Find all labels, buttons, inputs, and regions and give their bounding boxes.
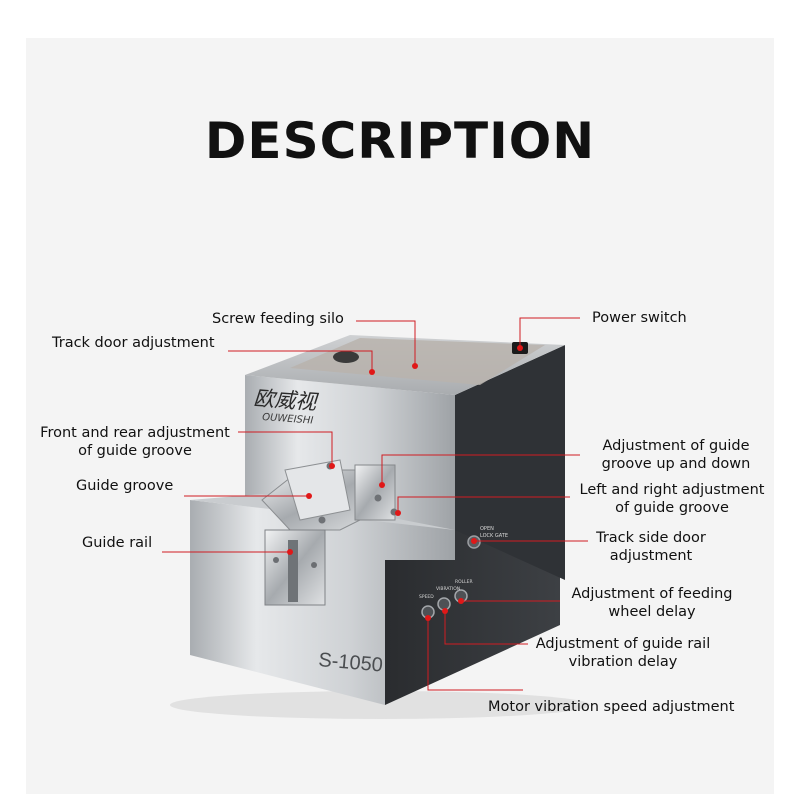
label-up-down-adjustment: Adjustment of guide groove up and down <box>584 437 768 473</box>
label-up-down-line1: Adjustment of guide <box>602 438 750 454</box>
label-track-door-adjustment: Track door adjustment <box>52 335 215 351</box>
dot-motor-speed <box>425 615 431 621</box>
dot-guide-rail <box>287 549 293 555</box>
leader-power <box>519 317 580 347</box>
dot-guide-groove <box>306 493 312 499</box>
label-screw-feeding-silo: Screw feeding silo <box>212 311 344 327</box>
label-left-right-adjustment: Left and right adjustment of guide groov… <box>572 481 772 517</box>
screw-2 <box>374 494 382 502</box>
rail-screw-1 <box>273 557 279 563</box>
label-up-down-line2: groove up and down <box>601 456 751 472</box>
knob-label-roller: ROLLER <box>455 579 473 585</box>
dot-rail-vibration <box>442 608 448 614</box>
label-front-rear-adjustment: Front and rear adjustment of guide groov… <box>28 424 242 460</box>
knob-label-speed: SPEED <box>419 594 434 600</box>
label-left-right-line2: of guide groove <box>615 500 729 516</box>
leader-track-door <box>228 350 373 371</box>
label-motor-speed-adjustment: Motor vibration speed adjustment <box>488 699 735 715</box>
label-side-door-line2: adjustment <box>609 548 693 564</box>
dot-side-door <box>471 538 477 544</box>
guide-groove-plate <box>284 459 351 521</box>
silo-lid <box>290 338 545 385</box>
brand-logo-cn: 欧威视 <box>253 386 321 415</box>
label-feeding-wheel-line1: Adjustment of feeding <box>571 586 733 602</box>
leader-rail-vibration <box>444 612 528 645</box>
side-door-label-1: OPEN <box>480 526 494 532</box>
label-front-rear-line2: of guide groove <box>78 443 192 459</box>
label-guide-groove: Guide groove <box>76 478 174 494</box>
label-feeding-wheel-line2: wheel delay <box>608 604 696 620</box>
dot-track-door <box>369 369 375 375</box>
dot-silo <box>412 363 418 369</box>
label-feeding-wheel-delay: Adjustment of feeding wheel delay <box>562 585 742 621</box>
leader-front-rear <box>238 431 333 465</box>
side-door-label-2: LOCK GATE <box>480 533 508 539</box>
callout-dots <box>287 345 523 621</box>
label-rail-vibration-line1: Adjustment of guide rail <box>535 636 711 652</box>
brand-logo-en: OUWEISHI <box>262 412 314 427</box>
label-front-rear-line1: Front and rear adjustment <box>40 425 230 441</box>
guide-rail-slot <box>288 540 298 602</box>
dot-power <box>517 345 523 351</box>
label-power-switch: Power switch <box>592 310 687 326</box>
silo-opening <box>333 351 359 363</box>
knob-label-vibration: VIBRATION <box>436 586 460 592</box>
leader-up-down <box>381 454 580 484</box>
label-rail-vibration-line2: vibration delay <box>568 654 678 670</box>
dot-front-rear <box>329 463 335 469</box>
dot-up-down <box>379 482 385 488</box>
leader-left-right <box>397 496 570 512</box>
leader-silo <box>356 320 416 365</box>
label-guide-rail: Guide rail <box>82 535 153 551</box>
leader-lines <box>162 317 588 691</box>
floor-shadow <box>170 691 590 719</box>
rail-screw-2 <box>311 562 317 568</box>
adjust-block-right <box>354 464 396 521</box>
label-left-right-line1: Left and right adjustment <box>579 482 765 498</box>
screw-3 <box>318 516 326 524</box>
label-rail-vibration-delay: Adjustment of guide rail vibration delay <box>528 635 718 671</box>
page-title: DESCRIPTION <box>204 112 596 170</box>
leader-motor-speed <box>427 619 523 691</box>
dot-feeding-wheel <box>458 598 464 604</box>
label-side-door-line1: Track side door <box>596 530 706 546</box>
dot-left-right <box>395 510 401 516</box>
upper-right-side <box>455 345 565 580</box>
label-side-door-adjustment: Track side door adjustment <box>586 529 716 565</box>
